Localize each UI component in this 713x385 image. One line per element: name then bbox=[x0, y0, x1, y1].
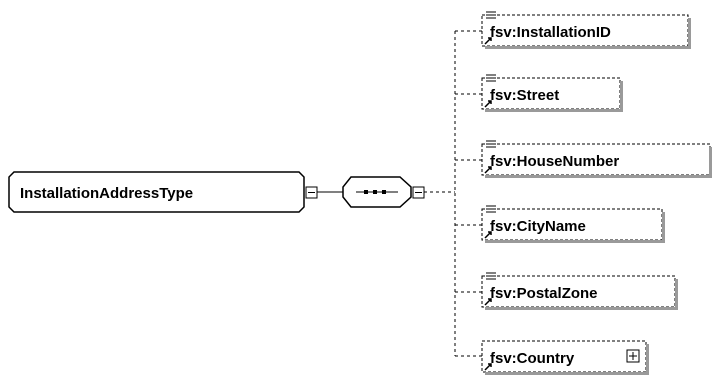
element-postal-zone[interactable]: fsv:PostalZone bbox=[481, 272, 678, 310]
tree-connectors bbox=[424, 30, 482, 357]
sequence-compositor[interactable] bbox=[342, 176, 412, 208]
text-lines-icon bbox=[486, 205, 496, 213]
sequence-collapse-button[interactable] bbox=[412, 186, 425, 199]
element-box bbox=[481, 275, 676, 308]
reference-arrow-icon bbox=[484, 166, 492, 174]
element-label: fsv:InstallationID bbox=[490, 24, 611, 41]
element-installation-id[interactable]: fsv:InstallationID bbox=[481, 11, 691, 49]
element-label: fsv:PostalZone bbox=[490, 285, 598, 302]
root-type-label: InstallationAddressType bbox=[20, 185, 193, 202]
reference-arrow-icon bbox=[484, 37, 492, 45]
text-lines-icon bbox=[486, 11, 496, 19]
root-type-node[interactable]: InstallationAddressType bbox=[8, 171, 305, 213]
element-city-name[interactable]: fsv:CityName bbox=[481, 205, 665, 243]
element-street[interactable]: fsv:Street bbox=[481, 74, 623, 112]
reference-arrow-icon bbox=[484, 100, 492, 108]
element-label: fsv:Country bbox=[490, 350, 575, 367]
text-lines-icon bbox=[486, 74, 496, 82]
text-lines-icon bbox=[486, 140, 496, 148]
element-box bbox=[481, 77, 621, 110]
root-collapse-button[interactable] bbox=[305, 186, 318, 199]
root-type-shape bbox=[8, 171, 305, 213]
element-country[interactable]: fsv:Country bbox=[481, 340, 649, 375]
element-house-number[interactable]: fsv:HouseNumber bbox=[481, 140, 712, 178]
reference-arrow-icon bbox=[484, 231, 492, 239]
text-lines-icon bbox=[486, 272, 496, 280]
element-label: fsv:HouseNumber bbox=[490, 153, 619, 170]
reference-arrow-icon bbox=[484, 298, 492, 306]
reference-arrow-icon bbox=[484, 363, 492, 371]
element-label: fsv:CityName bbox=[490, 218, 586, 235]
element-box bbox=[481, 14, 689, 47]
expand-button[interactable] bbox=[626, 349, 640, 363]
element-label: fsv:Street bbox=[490, 87, 559, 104]
